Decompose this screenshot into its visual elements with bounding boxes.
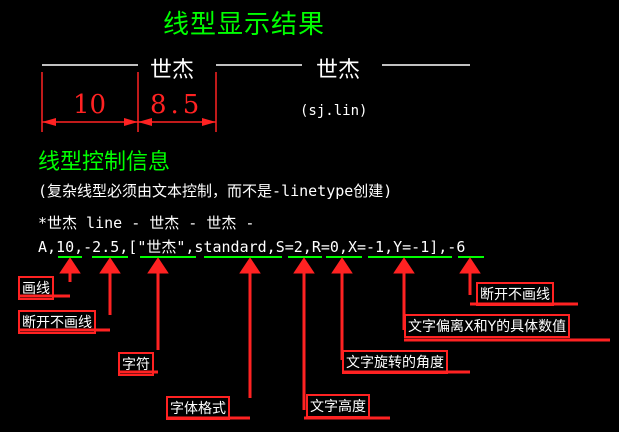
page-title: 线型显示结果 <box>163 10 326 40</box>
note-text: (复杂线型必须由文本控制，而不是-linetype创建) <box>38 182 393 200</box>
dim-value-2: 8.5 <box>150 90 204 120</box>
label-gap: 断开不画线 <box>18 310 96 334</box>
dim-arrow <box>138 118 152 126</box>
section-title: 线型控制信息 <box>38 150 171 175</box>
def-line-1: *世杰 line - 世杰 - 世杰 - <box>38 214 255 232</box>
dim-arrow <box>202 118 216 126</box>
label-gap-end: 断开不画线 <box>476 282 554 306</box>
linetype-text-1: 世杰 <box>150 58 195 83</box>
label-dash: 画线 <box>18 276 54 300</box>
label-text-height: 文字高度 <box>306 394 370 418</box>
label-char: 字符 <box>118 352 154 376</box>
label-rotation: 文字旋转的角度 <box>342 350 448 374</box>
def-line-2: A,10,-2.5,["世杰",standard,S=2,R=0,X=-1,Y=… <box>38 238 466 256</box>
dim-arrow <box>124 118 138 126</box>
dim-value-1: 10 <box>73 90 107 120</box>
label-font-style: 字体格式 <box>166 396 230 420</box>
linetype-text-2: 世杰 <box>316 58 361 83</box>
label-offset: 文字偏离X和Y的具体数值 <box>404 314 571 338</box>
file-name: (sj.lin) <box>300 103 368 119</box>
dim-arrow <box>42 118 56 126</box>
